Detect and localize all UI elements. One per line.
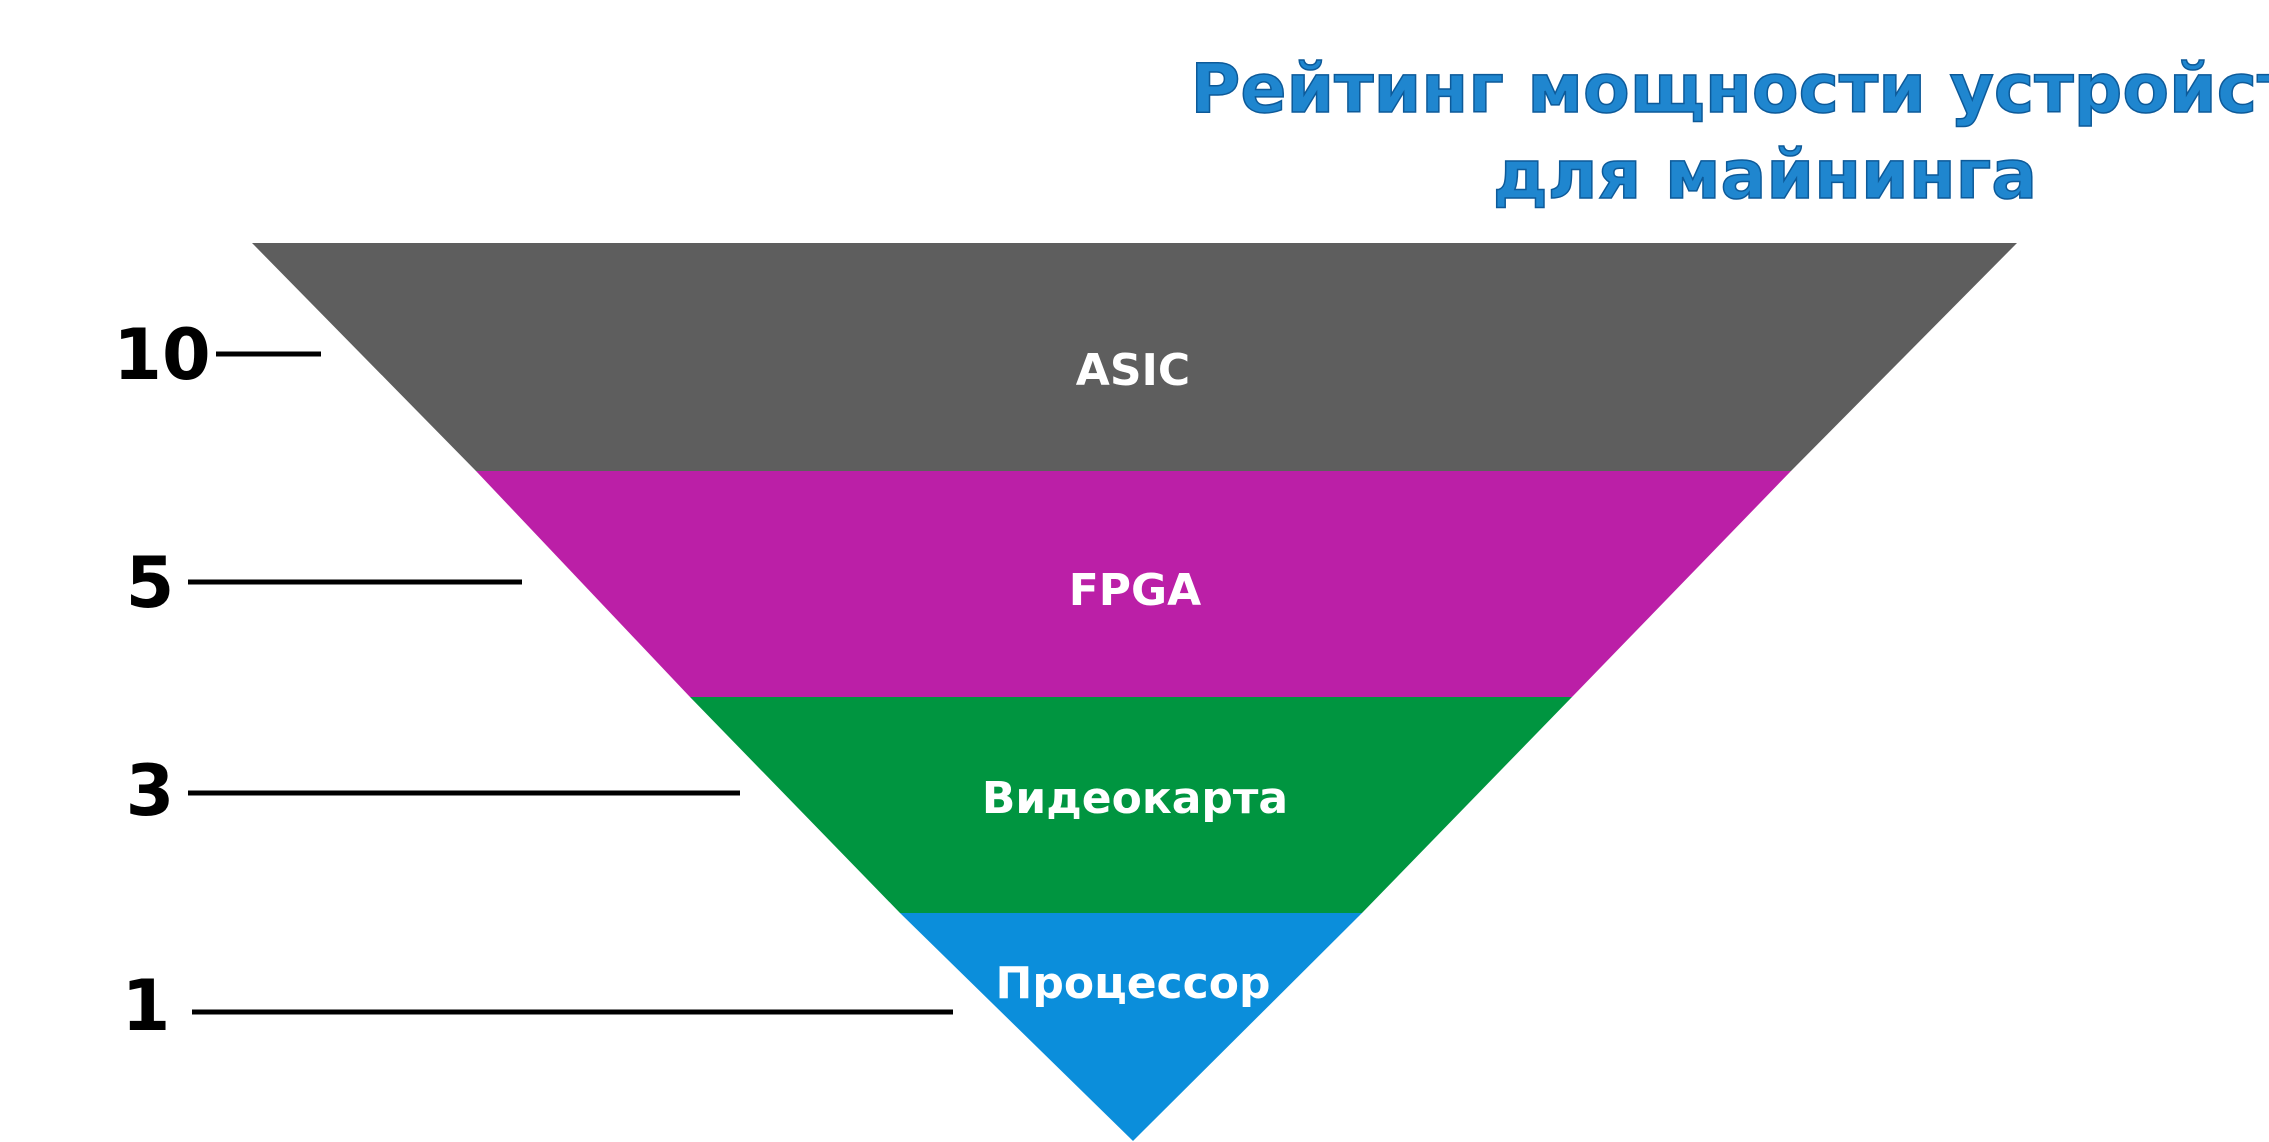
tier-label-asic: ASIC <box>1076 345 1190 396</box>
score-scale: 10 5 3 1 <box>113 314 953 1047</box>
tier-band-asic <box>252 243 2017 471</box>
tier-label-gpu: Видеокарта <box>982 773 1288 824</box>
tier-band-cpu <box>900 913 1362 1141</box>
score-number-gpu: 3 <box>126 750 175 832</box>
score-number-fpga: 5 <box>126 542 175 624</box>
inverted-pyramid <box>252 243 2017 1141</box>
tier-label-cpu: Процессор <box>996 958 1271 1009</box>
tier-label-fpga: FPGA <box>1069 565 1201 616</box>
tier-band-fpga <box>476 471 1791 697</box>
diagram-title-line-1: Рейтинг мощности устройств <box>1191 50 2269 129</box>
score-number-asic: 10 <box>113 314 210 396</box>
score-number-cpu: 1 <box>122 965 171 1047</box>
tier-band-gpu <box>690 697 1572 913</box>
diagram-title-line-2: для майнинга <box>1493 136 2037 215</box>
tier-labels: ASIC FPGA Видеокарта Процессор <box>982 345 1288 1009</box>
